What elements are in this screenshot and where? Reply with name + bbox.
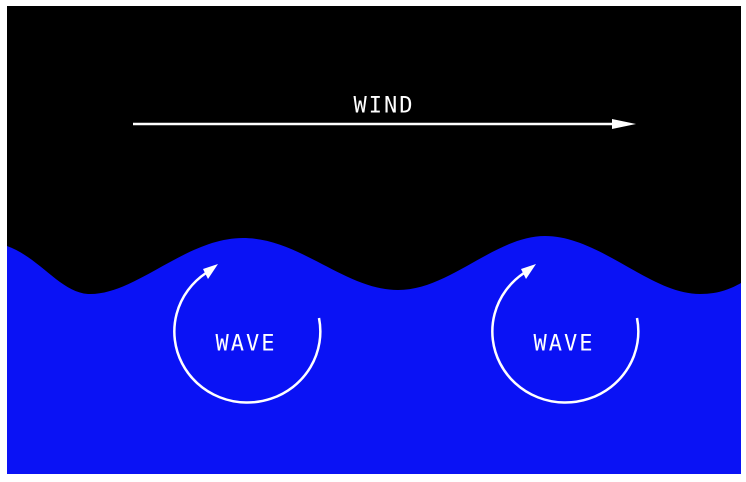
- wave-label-2: WAVE: [534, 332, 595, 357]
- wind-label: WIND: [354, 94, 415, 119]
- wave-orbit-2: [491, 264, 640, 404]
- wave-label-1: WAVE: [216, 332, 277, 357]
- wave-orbit-1: [173, 264, 322, 404]
- water-body: [7, 236, 741, 474]
- wave-orbit-1-arrowhead: [203, 264, 218, 279]
- wave-orbit-1-curve: [173, 271, 322, 404]
- wind-arrow-head: [612, 119, 636, 129]
- wave-orbit-2-arrowhead: [521, 264, 536, 279]
- wind-arrow: [133, 119, 636, 129]
- wave-orbit-2-curve: [491, 271, 640, 404]
